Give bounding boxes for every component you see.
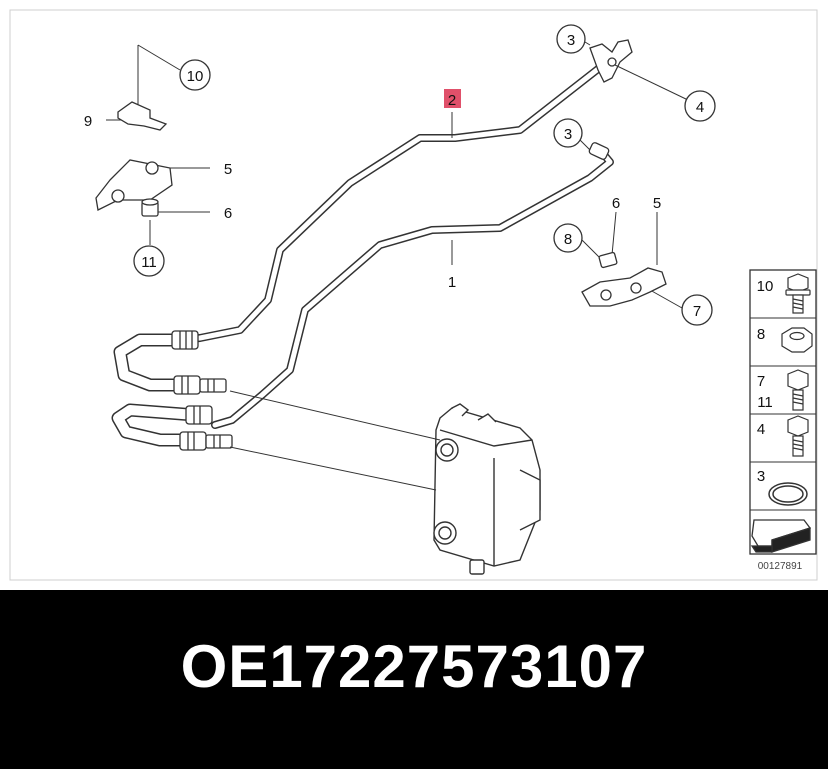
drawing-code: 00127891 bbox=[758, 561, 803, 572]
callout-6-left: 6 bbox=[224, 205, 232, 222]
leader-lines bbox=[106, 41, 689, 491]
callout-11: 11 bbox=[141, 254, 157, 271]
hex-bolt-short-icon bbox=[787, 415, 809, 457]
highlight-box-2 bbox=[444, 89, 461, 108]
hose-fittings bbox=[171, 330, 233, 451]
hardware-side-panel: 10 8 7 11 4 3 bbox=[749, 269, 817, 572]
callout-7: 7 bbox=[693, 303, 701, 320]
clip-assembly-left bbox=[95, 101, 173, 217]
part-number-banner bbox=[0, 590, 828, 769]
catalog-arrow-icon bbox=[750, 519, 812, 553]
callout-8: 8 bbox=[564, 231, 572, 248]
side-item-7-label: 7 bbox=[757, 373, 765, 390]
callout-circles bbox=[133, 24, 716, 326]
callout-6-right: 6 bbox=[612, 195, 620, 212]
side-item-11-label: 11 bbox=[757, 394, 773, 411]
oil-cooler-line-2 bbox=[113, 58, 611, 392]
callout-5-left: 5 bbox=[224, 161, 232, 178]
side-item-3-label: 3 bbox=[757, 468, 765, 485]
diagram-frame: 2 1 3 3 4 5 5 6 6 7 8 9 10 11 10 8 7 11 … bbox=[9, 9, 818, 581]
oil-cooler bbox=[433, 403, 541, 575]
diagram-border bbox=[9, 9, 818, 581]
callout-4: 4 bbox=[696, 99, 704, 116]
side-item-10-label: 10 bbox=[757, 278, 774, 295]
callout-3-top: 3 bbox=[567, 32, 575, 49]
callout-1: 1 bbox=[448, 274, 456, 291]
part-number-text: OE17227573107 bbox=[180, 633, 648, 700]
o-ring-icon bbox=[768, 482, 808, 506]
side-item-4-label: 4 bbox=[757, 421, 765, 438]
clip-assembly-right bbox=[581, 251, 667, 307]
parts-diagram: 2 1 3 3 4 5 5 6 6 7 8 9 10 11 10 8 7 11 … bbox=[9, 9, 818, 581]
oil-cooler-line-1 bbox=[111, 146, 614, 447]
side-item-8-label: 8 bbox=[757, 326, 765, 343]
hex-bolt-icon bbox=[787, 369, 809, 411]
hex-bolt-flanged-icon bbox=[785, 273, 811, 314]
callout-2: 2 bbox=[448, 92, 456, 109]
callout-3-mid: 3 bbox=[564, 126, 572, 143]
callout-5-right: 5 bbox=[653, 195, 661, 212]
bracket-top-right bbox=[589, 39, 633, 83]
callout-10: 10 bbox=[187, 68, 204, 85]
callout-9: 9 bbox=[84, 113, 92, 130]
hex-nut-icon bbox=[781, 327, 813, 353]
